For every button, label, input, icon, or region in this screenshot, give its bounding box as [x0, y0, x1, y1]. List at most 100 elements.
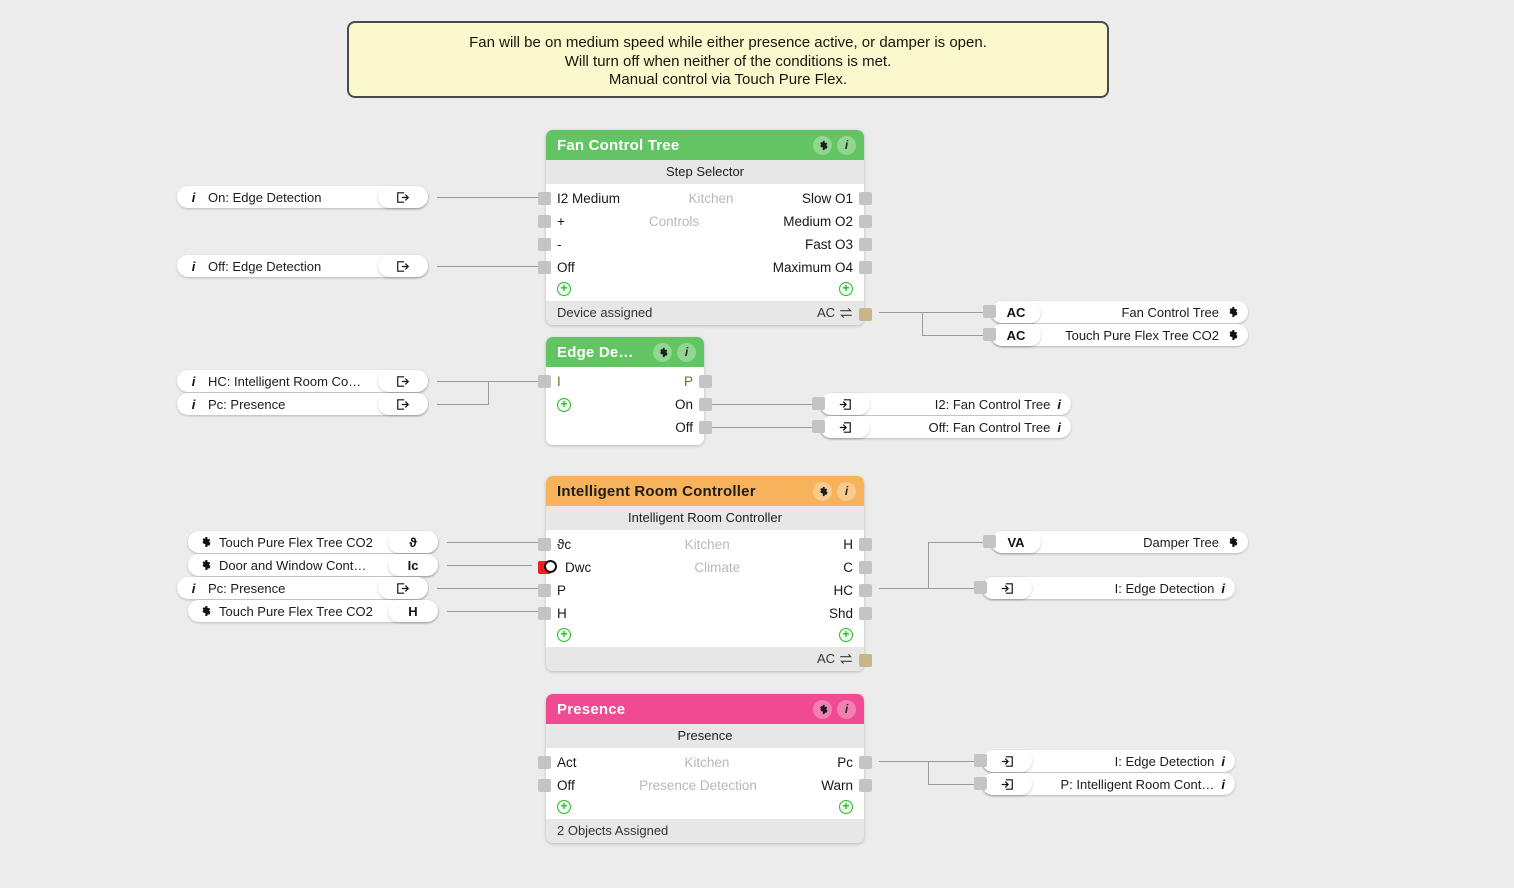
chip-va-damper-tree[interactable]: VA Damper Tree — [983, 531, 1248, 553]
info-icon[interactable]: i — [677, 342, 696, 362]
chip-i2-fan-control-tree[interactable]: I2: Fan Control Tree i — [812, 393, 1071, 415]
output-port[interactable] — [859, 607, 872, 620]
input-port[interactable] — [538, 375, 551, 388]
output-port[interactable] — [859, 584, 872, 597]
chip-badge-export[interactable] — [378, 393, 428, 415]
add-input-icon[interactable] — [557, 397, 571, 412]
chip-ac-touch-pure-flex-tree-co2[interactable]: AC Touch Pure Flex Tree CO2 — [983, 324, 1248, 346]
info-icon[interactable]: i — [1057, 396, 1061, 412]
add-output-icon[interactable] — [839, 282, 853, 296]
chip-badge-import[interactable] — [982, 577, 1032, 599]
node-row[interactable]: Off Presence Detection Warn — [538, 774, 872, 797]
node-edge-detection[interactable]: Edge De… i I P On Off — [538, 337, 712, 445]
gear-icon[interactable] — [198, 605, 211, 617]
output-port[interactable] — [859, 215, 872, 228]
chip-port[interactable] — [983, 535, 996, 548]
output-port[interactable] — [859, 192, 872, 205]
input-port[interactable] — [538, 584, 551, 597]
chip-on-edge-detection[interactable]: i On: Edge Detection — [177, 186, 428, 208]
chip-badge-export[interactable] — [378, 370, 428, 392]
input-port[interactable] — [538, 238, 551, 251]
node-presence[interactable]: Presence i Presence Act Kitchen Pc Off P… — [538, 694, 872, 843]
chip-badge-export[interactable] — [378, 577, 428, 599]
chip-port[interactable] — [974, 581, 987, 594]
add-output-icon[interactable] — [839, 800, 853, 814]
input-port[interactable] — [538, 607, 551, 620]
output-port[interactable] — [859, 756, 872, 769]
node-row[interactable]: P HC — [538, 579, 872, 602]
add-input-icon[interactable] — [557, 628, 571, 642]
output-port[interactable] — [699, 375, 712, 388]
footer-ac[interactable]: AC — [817, 305, 853, 320]
chip-badge-theta[interactable]: ϑ — [388, 531, 438, 553]
input-port[interactable] — [538, 779, 551, 792]
info-icon[interactable]: i — [837, 135, 856, 155]
chip-off-edge-detection[interactable]: i Off: Edge Detection — [177, 255, 428, 277]
chip-badge-ic[interactable]: Ic — [388, 554, 438, 576]
add-output-icon[interactable] — [839, 628, 853, 642]
chip-badge-export[interactable] — [378, 186, 428, 208]
chip-badge-import[interactable] — [820, 393, 870, 415]
chip-port[interactable] — [974, 777, 987, 790]
node-row[interactable]: Off — [546, 416, 712, 439]
comment-note[interactable]: Fan will be on medium speed while either… — [347, 21, 1109, 98]
ac-port[interactable] — [859, 654, 872, 667]
chip-hc-intelligent-room-controller[interactable]: i HC: Intelligent Room Co… — [177, 370, 428, 392]
chip-ac-fan-control-tree[interactable]: AC Fan Control Tree — [983, 301, 1248, 323]
input-port[interactable] — [538, 192, 551, 205]
node-header[interactable]: Presence i — [546, 694, 864, 724]
node-row[interactable]: + Controls Medium O2 — [538, 210, 872, 233]
chip-p-intelligent-room-controller[interactable]: P: Intelligent Room Cont… i — [974, 773, 1235, 795]
chip-i-edge-detection-presence[interactable]: I: Edge Detection i — [974, 750, 1235, 772]
node-row[interactable]: Off Maximum O4 — [538, 256, 872, 279]
chip-port[interactable] — [812, 420, 825, 433]
chip-badge-ac[interactable]: AC — [991, 324, 1041, 346]
gear-icon[interactable] — [813, 699, 832, 719]
info-icon[interactable]: i — [1221, 580, 1225, 596]
gear-icon[interactable] — [813, 135, 832, 155]
output-port[interactable] — [859, 238, 872, 251]
chip-pc-presence-edge[interactable]: i Pc: Presence — [177, 393, 428, 415]
node-row[interactable]: On — [546, 393, 712, 416]
add-input-icon[interactable] — [557, 800, 571, 814]
gear-icon[interactable] — [813, 481, 832, 501]
node-row[interactable]: - Fast O3 — [538, 233, 872, 256]
chip-off-fan-control-tree[interactable]: Off: Fan Control Tree i — [812, 416, 1071, 438]
info-icon[interactable]: i — [1221, 753, 1225, 769]
chip-badge-import[interactable] — [820, 416, 870, 438]
ac-port[interactable] — [859, 308, 872, 321]
gear-icon[interactable] — [198, 559, 211, 571]
chip-badge-import[interactable] — [982, 773, 1032, 795]
chip-touch-pure-flex-co2-humidity[interactable]: Touch Pure Flex Tree CO2 H — [188, 600, 438, 622]
chip-port[interactable] — [983, 305, 996, 318]
node-row[interactable]: ϑc Kitchen H — [538, 533, 872, 556]
output-port[interactable] — [699, 421, 712, 434]
node-header[interactable]: Edge De… i — [546, 337, 704, 367]
chip-i-edge-detection-irc[interactable]: I: Edge Detection i — [974, 577, 1235, 599]
node-row[interactable]: Act Kitchen Pc — [538, 751, 872, 774]
chip-port[interactable] — [983, 328, 996, 341]
info-icon[interactable]: i — [1221, 776, 1225, 792]
input-port[interactable] — [538, 538, 551, 551]
chip-badge-export[interactable] — [378, 255, 428, 277]
add-input-icon[interactable] — [557, 282, 571, 296]
output-port[interactable] — [859, 538, 872, 551]
node-row[interactable]: Dwc Climate C — [538, 556, 872, 579]
chip-badge-va[interactable]: VA — [991, 531, 1041, 553]
chip-badge-h[interactable]: H — [388, 600, 438, 622]
gear-icon[interactable] — [1226, 306, 1238, 318]
info-icon[interactable]: i — [837, 481, 856, 501]
input-port[interactable] — [538, 215, 551, 228]
node-header[interactable]: Fan Control Tree i — [546, 130, 864, 160]
output-port[interactable] — [859, 779, 872, 792]
chip-badge-import[interactable] — [982, 750, 1032, 772]
output-port[interactable] — [859, 561, 872, 574]
node-row[interactable]: I P — [538, 370, 712, 393]
footer-ac[interactable]: AC — [817, 651, 853, 666]
input-port[interactable] — [538, 756, 551, 769]
chip-pc-presence-irc[interactable]: i Pc: Presence — [177, 577, 428, 599]
node-row[interactable]: I2 Medium Kitchen Slow O1 — [538, 187, 872, 210]
output-port[interactable] — [859, 261, 872, 274]
chip-door-and-window-controller[interactable]: Door and Window Cont… Ic — [188, 554, 438, 576]
